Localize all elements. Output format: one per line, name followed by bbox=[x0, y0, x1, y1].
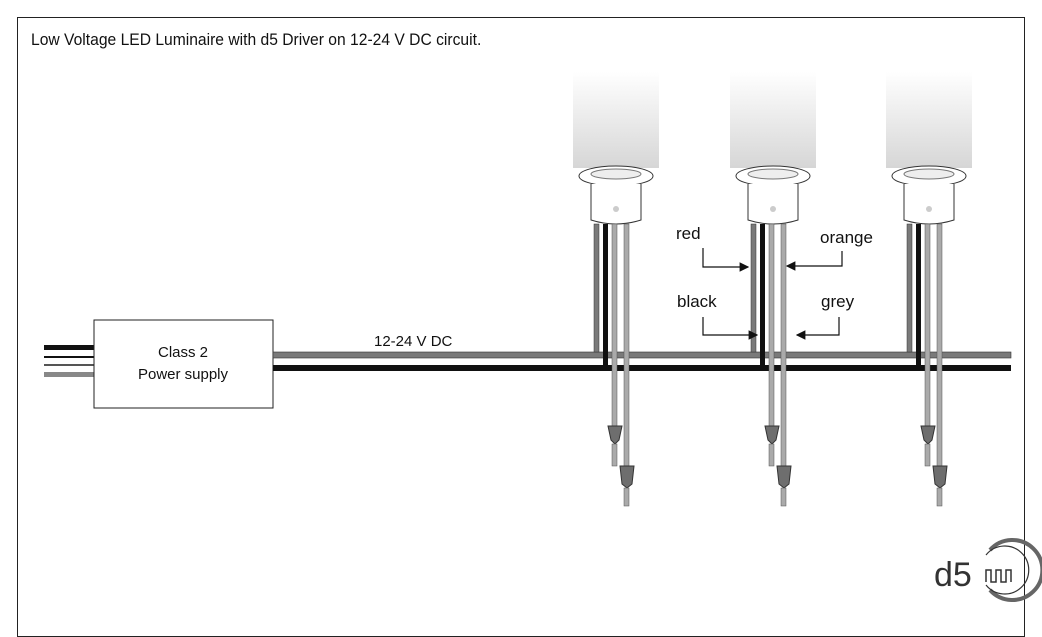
d5-logo-text: d5 bbox=[934, 556, 972, 594]
luminaire-3 bbox=[886, 72, 972, 507]
bus-voltage-label: 12-24 V DC bbox=[374, 333, 453, 350]
d5-logo: d5 bbox=[934, 538, 1042, 602]
wire-annotations: red orange black grey bbox=[676, 224, 873, 340]
luminaire-1 bbox=[573, 72, 659, 507]
label-grey: grey bbox=[821, 292, 855, 311]
luminaire-2 bbox=[730, 72, 816, 507]
label-black: black bbox=[677, 292, 717, 311]
power-supply-label-1: Class 2 bbox=[158, 344, 208, 361]
power-supply: Class 2 Power supply bbox=[93, 319, 274, 409]
diagram-title: Low Voltage LED Luminaire with d5 Driver… bbox=[31, 30, 482, 49]
wiring-diagram: Class 2 Power supply 12-24 V DC bbox=[44, 72, 1042, 602]
dc-bus: 12-24 V DC bbox=[272, 333, 1012, 371]
label-orange: orange bbox=[820, 228, 873, 247]
input-leads bbox=[44, 345, 94, 377]
label-red: red bbox=[676, 224, 701, 243]
power-supply-label-2: Power supply bbox=[138, 366, 229, 383]
